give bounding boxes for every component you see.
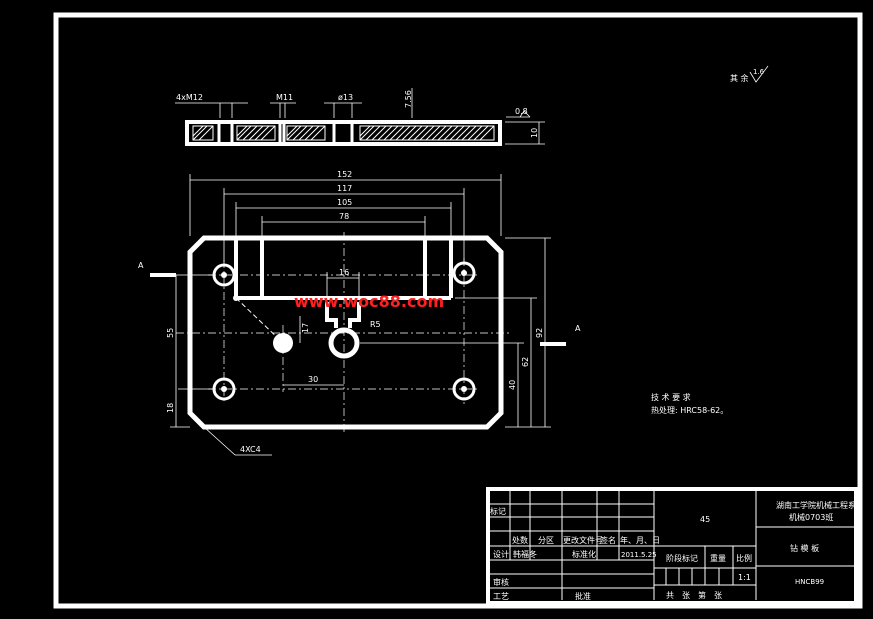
dim-78: 78 xyxy=(339,212,349,221)
dim-40: 40 xyxy=(508,380,517,390)
r-gongyi: 工艺 xyxy=(493,592,509,601)
outer-border xyxy=(53,12,863,609)
title-block: 标记 处数 分区 更改文件号 签名 年、月、日 设计 韩福冬 标准化 2011.… xyxy=(486,487,858,605)
roughness-note: 其 余 1.6 xyxy=(730,65,769,83)
drawing-number: HNCB99 xyxy=(795,578,824,586)
part-name: 钻 模 板 xyxy=(790,543,819,553)
plate-top-outline xyxy=(187,235,504,430)
institution-line2: 机械0703班 xyxy=(789,512,833,522)
r-sheji: 设计 xyxy=(493,549,509,559)
dim-92: 92 xyxy=(535,328,544,338)
h-chushu: 处数 xyxy=(512,535,528,545)
dim-117: 117 xyxy=(337,184,352,193)
h-gengai: 更改文件号 xyxy=(563,535,603,545)
dim-phi13: ø13 xyxy=(338,93,353,102)
designer: 韩福冬 xyxy=(513,549,537,559)
section-mark-right: A xyxy=(575,324,581,333)
dim-thickness: 10 xyxy=(530,128,539,138)
dim-152: 152 xyxy=(337,170,352,179)
dim-16: 16 xyxy=(339,268,349,277)
h-biaoji: 标记 xyxy=(490,506,506,516)
r-shenhe: 审核 xyxy=(493,577,509,587)
h-qianming: 签名 xyxy=(600,535,616,545)
date-value: 2011.5.25 xyxy=(621,551,657,559)
plate-side-outline xyxy=(185,120,502,146)
top-view: 152 117 105 78 16 R5 30 55 18 17 92 62 4… xyxy=(138,170,581,456)
watermark: www.woc88.com xyxy=(294,292,444,311)
section-mark-left: A xyxy=(138,261,144,270)
h-bili: 比例 xyxy=(736,553,752,563)
dim-17: 17 xyxy=(301,323,310,333)
dim-105: 105 xyxy=(337,198,352,207)
chamfer-note: 4XC4 xyxy=(240,445,261,454)
material: 45 xyxy=(700,515,710,524)
dim-30: 30 xyxy=(308,375,318,384)
dim-holes: 4xM12 xyxy=(176,93,203,102)
r-pizhun: 批准 xyxy=(575,591,591,601)
dim-756: 7.56 xyxy=(404,90,413,108)
tech-req-line1: 热处理: HRC58-62。 xyxy=(651,405,728,415)
h-date: 年、月、日 xyxy=(620,535,660,545)
side-view: 4xM12 M11 ø13 7.56 0.8 10 xyxy=(175,88,545,146)
scale-value: 1:1 xyxy=(738,573,751,582)
tech-req-title: 技 术 要 求 xyxy=(651,392,691,402)
dim-18: 18 xyxy=(166,403,175,413)
institution-line1: 湖南工学院机械工程系 xyxy=(776,500,856,510)
dim-r5: R5 xyxy=(370,320,381,329)
h-zhongliang: 重量 xyxy=(710,553,726,563)
h-jieduan: 阶段标记 xyxy=(666,553,698,563)
dim-m11: M11 xyxy=(276,93,293,102)
roughness-other-label: 其 余 xyxy=(730,73,749,83)
roughness-top: 0.8 xyxy=(515,107,528,116)
sheets-label: 共 张 第 张 xyxy=(666,590,722,600)
r-biaozhunhua: 标准化 xyxy=(572,549,596,559)
roughness-other-value: 1.6 xyxy=(753,68,765,76)
dim-62: 62 xyxy=(521,357,530,367)
h-fenqu: 分区 xyxy=(538,536,554,545)
dim-55: 55 xyxy=(166,328,175,338)
